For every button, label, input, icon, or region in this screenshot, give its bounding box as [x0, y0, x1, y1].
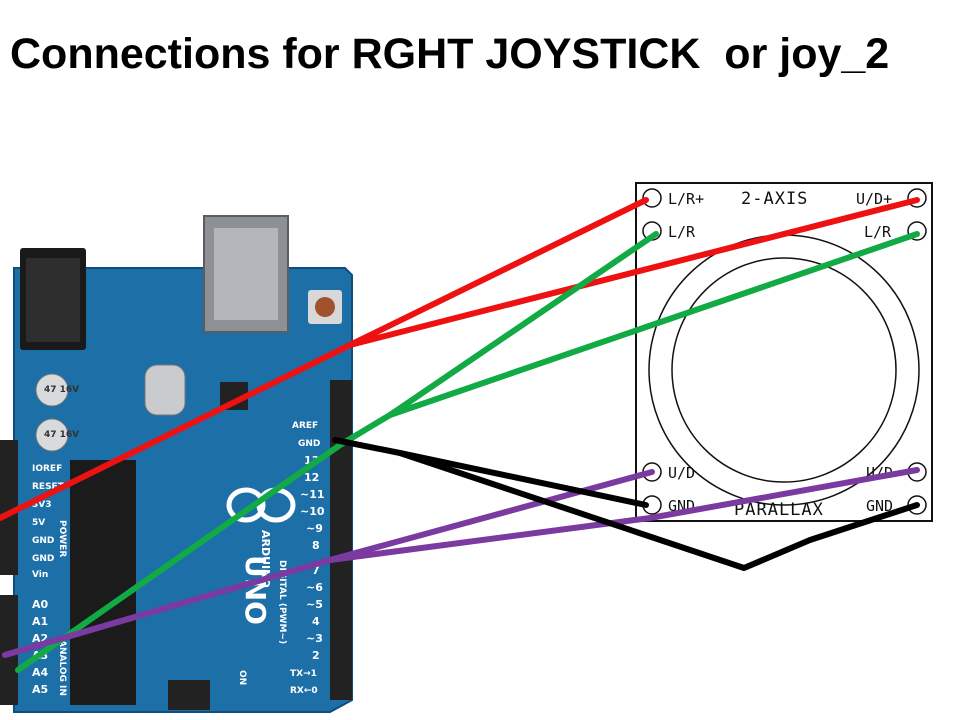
green-wire-a5-to-lr — [15, 231, 659, 673]
pin-label-gnd-1: GND — [32, 536, 54, 546]
red-wire-to-ud-plus — [347, 197, 920, 348]
purple-wire-to-right-ud — [2, 467, 920, 658]
capacitor-1 — [35, 373, 69, 407]
icsp-header — [168, 680, 210, 710]
pin-label-8: 8 — [312, 539, 320, 552]
crystal — [144, 364, 186, 416]
pin-label-6: ~6 — [306, 581, 323, 594]
pin-label-a4: A4 — [32, 666, 49, 679]
power-header — [0, 440, 18, 575]
pin-label-reset: RESET — [32, 482, 65, 492]
digital-header-label: DIGITAL (PWM~) — [277, 560, 287, 644]
pin-label-tx1: TX→1 — [290, 669, 317, 679]
joystick-center-label: 2-AXIS — [741, 189, 808, 209]
pin-label-2: 2 — [312, 649, 320, 662]
pin-label-vin: Vin — [32, 570, 48, 580]
digital-header — [330, 380, 352, 700]
pin-label-5: ~5 — [306, 598, 323, 611]
capacitor-2-label: 47 16V — [44, 430, 79, 440]
pin-label-a5: A5 — [32, 683, 48, 696]
power-jack-inner — [26, 258, 80, 342]
analog-header — [0, 595, 18, 705]
pin-label-a0: A0 — [32, 598, 49, 611]
pin-label-5v: 5V — [32, 518, 45, 528]
atmega-chip — [70, 460, 136, 705]
pin-label-4: 4 — [312, 615, 320, 628]
analog-header-label: ANALOG IN — [57, 640, 67, 696]
pin-label-gnd-2: GND — [32, 554, 54, 564]
arduino-name: ARDUINO — [259, 530, 272, 588]
pin-label-11: ~11 — [300, 488, 325, 501]
arduino-board: 47 16V 47 16V ARDUINO UNO IOREF RESET 3V… — [0, 215, 353, 713]
pin-label-ud: U/D — [668, 464, 695, 482]
pin-label-ioref: IOREF — [32, 464, 62, 474]
pin-label-7: 7 — [312, 564, 320, 577]
capacitor-2 — [35, 418, 69, 452]
pin-label-3: ~3 — [306, 632, 323, 645]
pin-label-lr: L/R — [668, 223, 696, 241]
on-led-label: ON — [237, 670, 247, 685]
pin-label-10: ~10 — [300, 505, 325, 518]
pin-label-ud-plus: U/D+ — [856, 190, 892, 208]
black-wire-gnd — [332, 437, 649, 508]
capacitor-1-label: 47 16V — [44, 385, 79, 395]
page-title: Connections for RGHT JOYSTICK or joy_2 — [10, 30, 890, 78]
reset-button-cap — [315, 297, 335, 317]
power-labels: IOREF RESET 3V3 5V GND GND Vin POWER — [32, 464, 67, 580]
pin-label-lr-plus: L/R+ — [668, 190, 704, 208]
joystick-module: L/R+ L/R U/D+ L/R U/D GND U/D GND 2-AXIS… — [635, 182, 933, 522]
arduino-model: UNO — [239, 555, 272, 625]
pin-label-aref: AREF — [292, 421, 318, 431]
power-header-label: POWER — [57, 520, 67, 557]
pin-label-12: 12 — [304, 471, 319, 484]
pin-label-9: ~9 — [306, 522, 323, 535]
green-wire-to-right-lr — [387, 231, 920, 418]
pin-label-gnd-d: GND — [298, 439, 320, 449]
black-wire-gnd-branch — [397, 450, 920, 571]
pin-label-right-lr: L/R — [864, 223, 892, 241]
joystick-inner-ring — [671, 257, 897, 483]
pin-label-rx0: RX←0 — [290, 686, 318, 696]
joystick-board-outline — [635, 182, 933, 522]
pin-label-a1: A1 — [32, 615, 48, 628]
usb-connector-face — [214, 228, 278, 320]
pin-label-right-gnd: GND — [866, 497, 893, 515]
wires — [0, 197, 920, 673]
pin-label-3v3: 3V3 — [32, 500, 52, 510]
joystick-brand-label: PARALLAX — [734, 500, 824, 520]
